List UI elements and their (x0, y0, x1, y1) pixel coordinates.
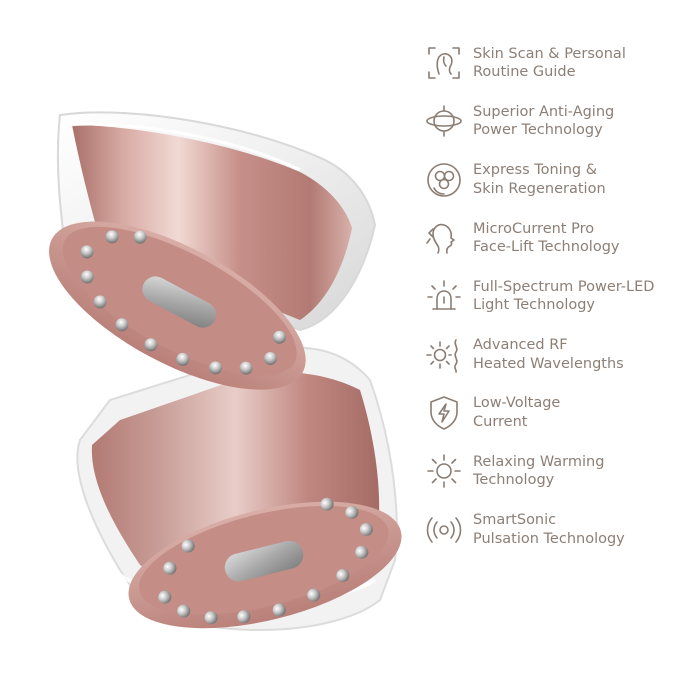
orbit-sphere-icon (425, 102, 463, 140)
led-light-icon (425, 277, 463, 315)
face-profile-lift-icon (425, 219, 463, 257)
electrode-beads-bottom (158, 497, 373, 625)
device-bottom (76, 346, 402, 631)
cells-circle-icon (425, 161, 463, 199)
electrode-beads-top (80, 230, 286, 375)
feature-item-toning: Express Toning &Skin Regeneration (425, 151, 695, 209)
product-image (49, 111, 402, 631)
sonic-pulse-icon (425, 511, 463, 549)
sun-wave-icon (425, 336, 463, 374)
sun-icon (425, 452, 463, 490)
shield-bolt-icon (425, 394, 463, 432)
device-top (49, 111, 377, 390)
face-scan-icon (425, 44, 463, 82)
